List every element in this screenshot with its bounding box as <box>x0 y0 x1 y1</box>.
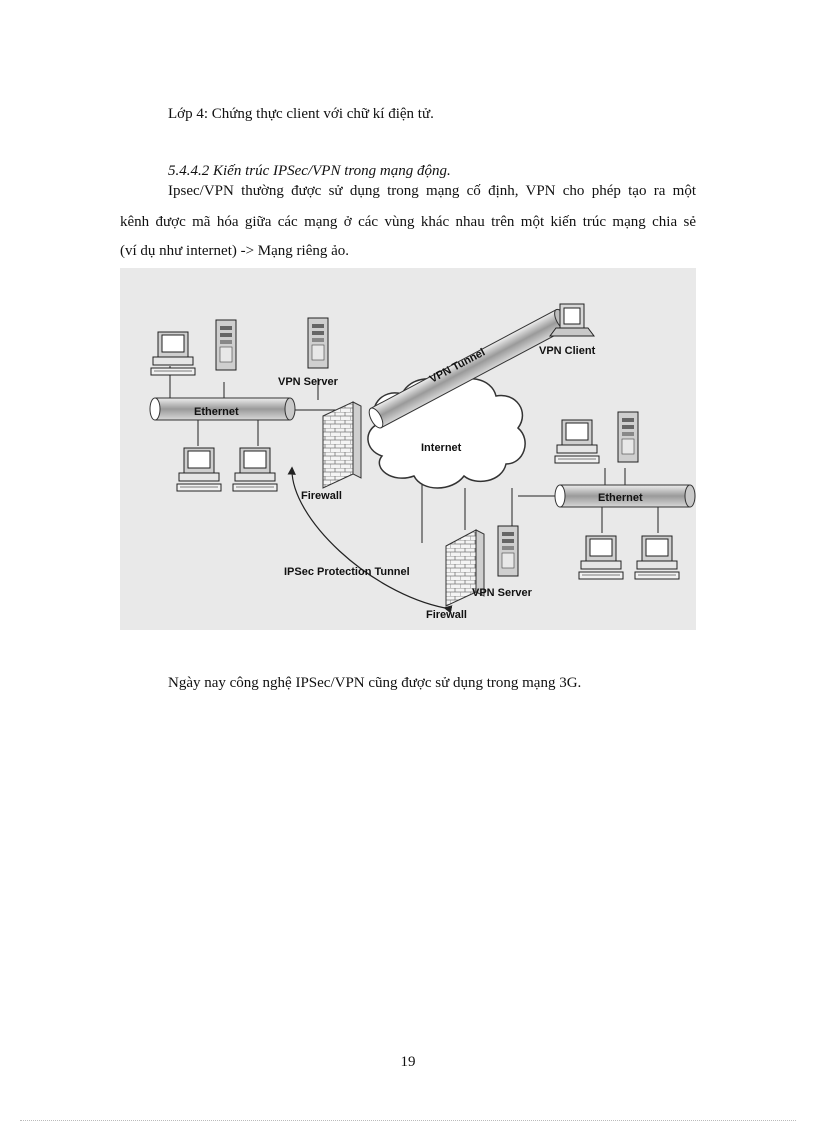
ipsec-tunnel-arrow <box>287 466 453 614</box>
ethernet-pipe-left <box>149 397 296 421</box>
firewall-right-label: Firewall <box>426 609 467 621</box>
ethernet-left-label: Ethernet <box>194 406 239 418</box>
ethernet-pipe-right <box>554 484 696 508</box>
workstation-icon <box>232 447 278 492</box>
workstation-icon <box>150 331 196 376</box>
body-line-2: kênh được mã hóa giữa các mạng ở các vùn… <box>120 214 696 230</box>
workstation-icon <box>554 419 600 464</box>
section-heading: 5.4.4.2 Kiến trúc IPSec/VPN trong mạng đ… <box>168 163 451 179</box>
ipsec-tunnel-label: IPSec Protection Tunnel <box>284 566 410 578</box>
workstation-icon <box>176 447 222 492</box>
ethernet-right-label: Ethernet <box>598 492 643 504</box>
vpn-client-label: VPN Client <box>539 345 596 357</box>
ipsec-vpn-diagram: Ethernet VPN Server Firewall VPN Tunnel … <box>120 268 696 630</box>
internet-cloud <box>367 378 526 489</box>
laptop-icon <box>549 303 595 337</box>
firewall-left <box>322 401 362 489</box>
firewall-left-label: Firewall <box>301 490 342 502</box>
server-icon <box>617 411 639 463</box>
internet-label: Internet <box>421 442 462 454</box>
workstation-icon <box>634 535 680 580</box>
vpn-server-right-label: VPN Server <box>472 587 533 599</box>
vpn-server-left-icon <box>307 317 329 369</box>
body-line-3: (ví dụ như internet) -> Mạng riêng ảo. <box>120 243 350 259</box>
closing-text: Ngày nay công nghệ IPSec/VPN cũng được s… <box>168 675 582 691</box>
vpn-server-left-label: VPN Server <box>278 376 339 388</box>
page-number: 19 <box>400 1054 416 1070</box>
page-bottom-rule <box>20 1120 796 1121</box>
body-line-1: Ipsec/VPN thường được sử dụng trong mạng… <box>168 183 696 199</box>
firewall-right <box>445 529 485 607</box>
vpn-server-right-icon <box>497 525 519 577</box>
layer4-text: Lớp 4: Chứng thực client với chữ kí điện… <box>168 106 434 122</box>
server-icon <box>215 319 237 371</box>
workstation-icon <box>578 535 624 580</box>
